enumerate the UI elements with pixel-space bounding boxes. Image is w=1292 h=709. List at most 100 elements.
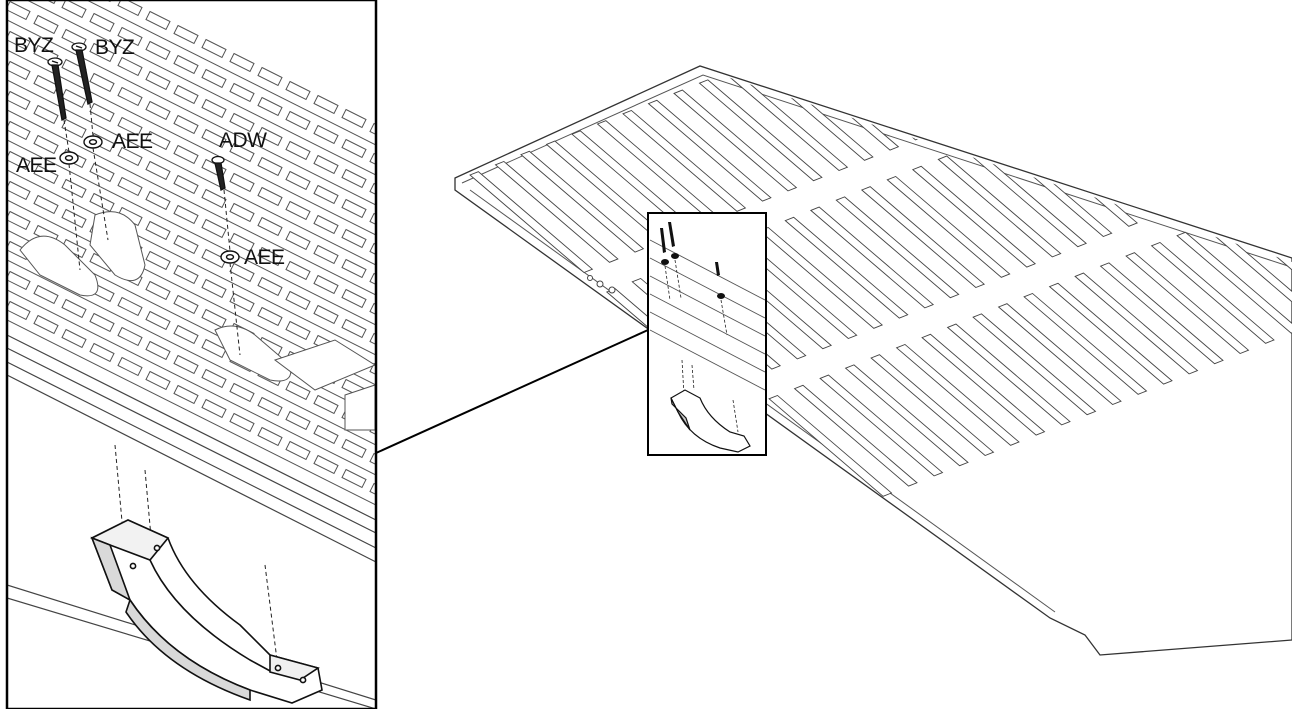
rib-slot [257,246,283,267]
rib-slot [285,410,311,431]
rib-slot [145,340,171,361]
rib-slot [341,168,367,189]
rib-slot [45,0,57,5]
panel-slot [1115,84,1241,187]
rib-slot [145,250,171,271]
rib-slot [173,54,199,75]
rib-slot [145,220,171,241]
rib-slot [61,328,87,349]
rib-slot [117,296,143,317]
panel-slot [860,186,986,289]
rib-slot [285,110,311,131]
panel-slot [844,364,969,467]
rib-slot [313,394,339,415]
panel-slot [928,68,1053,90]
rib-slot [313,214,339,235]
rib-slot [257,426,283,447]
panel-slot [469,171,594,274]
rib-slot [117,356,143,377]
rib-slot [145,280,171,301]
rib-slot [173,204,199,225]
rib-slot [7,120,31,141]
rib-slot [369,302,376,316]
rib-row-line [7,109,376,296]
rib-slot [229,172,255,193]
washer-icon [83,135,103,149]
rib-slot [145,130,171,151]
rib-slot [173,144,199,165]
panel-slot [809,206,935,309]
panel-slot [793,384,918,487]
rib-slot [61,298,87,319]
washer-icon [661,253,725,299]
rib-slot [229,202,255,223]
rib-slot [7,270,31,291]
leader-line [375,329,649,454]
panel-slot [1099,262,1224,365]
rib-slot [61,208,87,229]
rib-slot [201,68,227,89]
rib-slot [313,274,339,295]
rib-slot [145,160,171,181]
rib-slot [117,146,143,167]
rib-row-line [7,139,376,326]
rib-row-line [7,19,376,206]
panel-slot [972,313,1097,416]
rib-slot [285,170,311,191]
rib-slot [201,248,227,269]
rib-slot [117,0,143,17]
rib-slot [313,154,339,175]
rib-slot [7,180,31,201]
panel-slot [784,216,909,319]
panel-slot [494,160,619,263]
rib-slot [117,26,143,47]
panel-slot [673,89,798,192]
panel-slot [1006,0,1128,58]
rib-slot [369,332,376,346]
rib-slot [7,210,31,231]
rib-slot [313,94,339,115]
rib-slot [7,0,31,21]
rib-slot [173,114,199,135]
rib-slot [145,370,171,391]
rib-row-line [7,319,376,506]
rib-slot [61,88,87,109]
rib-slot [257,66,283,87]
rib-slot [61,118,87,139]
panel-slot [1166,68,1292,166]
panel-slot [1090,94,1215,197]
rib-slot [173,354,199,375]
rib-slot [229,292,255,313]
panel-slot [1057,0,1179,38]
rib-slot [369,182,376,196]
rib-slot [229,82,255,103]
panel-slot [997,303,1122,406]
rib-row-line [7,259,376,446]
rib-slot [105,0,112,3]
rib-slot [33,284,59,305]
panel-slot [1176,231,1292,334]
rib-slot [33,134,59,155]
rib-slot [313,304,339,325]
rib-slot [285,320,311,341]
bracket-icon [670,389,751,453]
rib-slot [257,126,283,147]
panel-slot [1074,272,1199,375]
rib-slot [173,24,199,45]
rib-slot [117,56,143,77]
rib-slot [341,288,367,309]
screw-icon [47,57,67,121]
rib-slot [173,234,199,255]
rib-slot [89,12,115,33]
panel-slot [835,196,960,299]
rib-slot [201,398,227,419]
rib-slot [369,272,376,286]
rib-slot [285,380,311,401]
zoom-inset: BYZ BYZ AEE AEE ADW AEE [5,0,378,709]
panel-slot [647,99,772,202]
rib-slot [257,396,283,417]
rib-slot [89,342,115,363]
washer-icon [220,250,240,264]
panel-slot [921,333,1046,436]
panel-slot [1192,68,1292,156]
